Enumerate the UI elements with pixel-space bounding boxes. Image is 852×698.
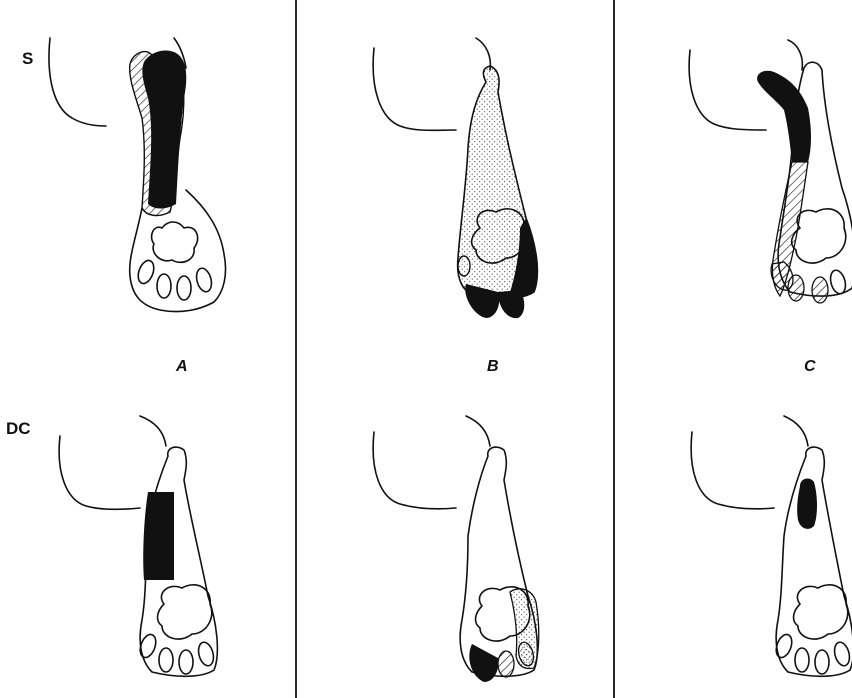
paw-panel-s-c	[689, 40, 852, 303]
column-label-b: B	[487, 358, 499, 375]
column-label-a: A	[175, 358, 188, 375]
paw-panel-dc-c	[691, 416, 852, 676]
column-label-c: C	[804, 358, 816, 375]
paw-panel-s-b	[373, 38, 538, 318]
paw-panel-dc-a	[59, 416, 217, 676]
paw-panel-dc-b	[373, 416, 539, 682]
row-label-dc: DC	[6, 419, 31, 438]
paw-panel-s-a	[49, 38, 226, 312]
row-label-s: S	[22, 49, 33, 68]
